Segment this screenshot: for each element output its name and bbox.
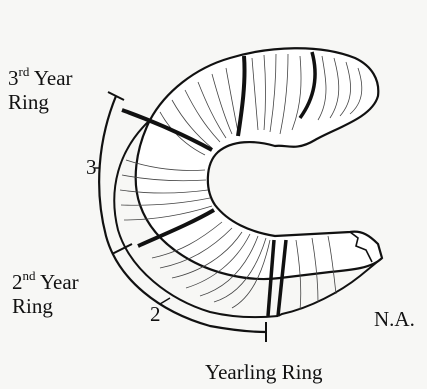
second-year-ring-label: 2nd Year Ring	[12, 270, 79, 318]
segment-2-label: 2	[150, 302, 161, 326]
third-year-ring-label: 3rd Year Ring	[8, 66, 73, 114]
segment-2-leader	[160, 298, 170, 304]
yearling-ring-label: Yearling Ring	[205, 360, 322, 384]
segment-3-label: 3	[86, 155, 97, 179]
initials-label: N.A.	[374, 307, 415, 331]
horn-outline	[136, 48, 382, 279]
